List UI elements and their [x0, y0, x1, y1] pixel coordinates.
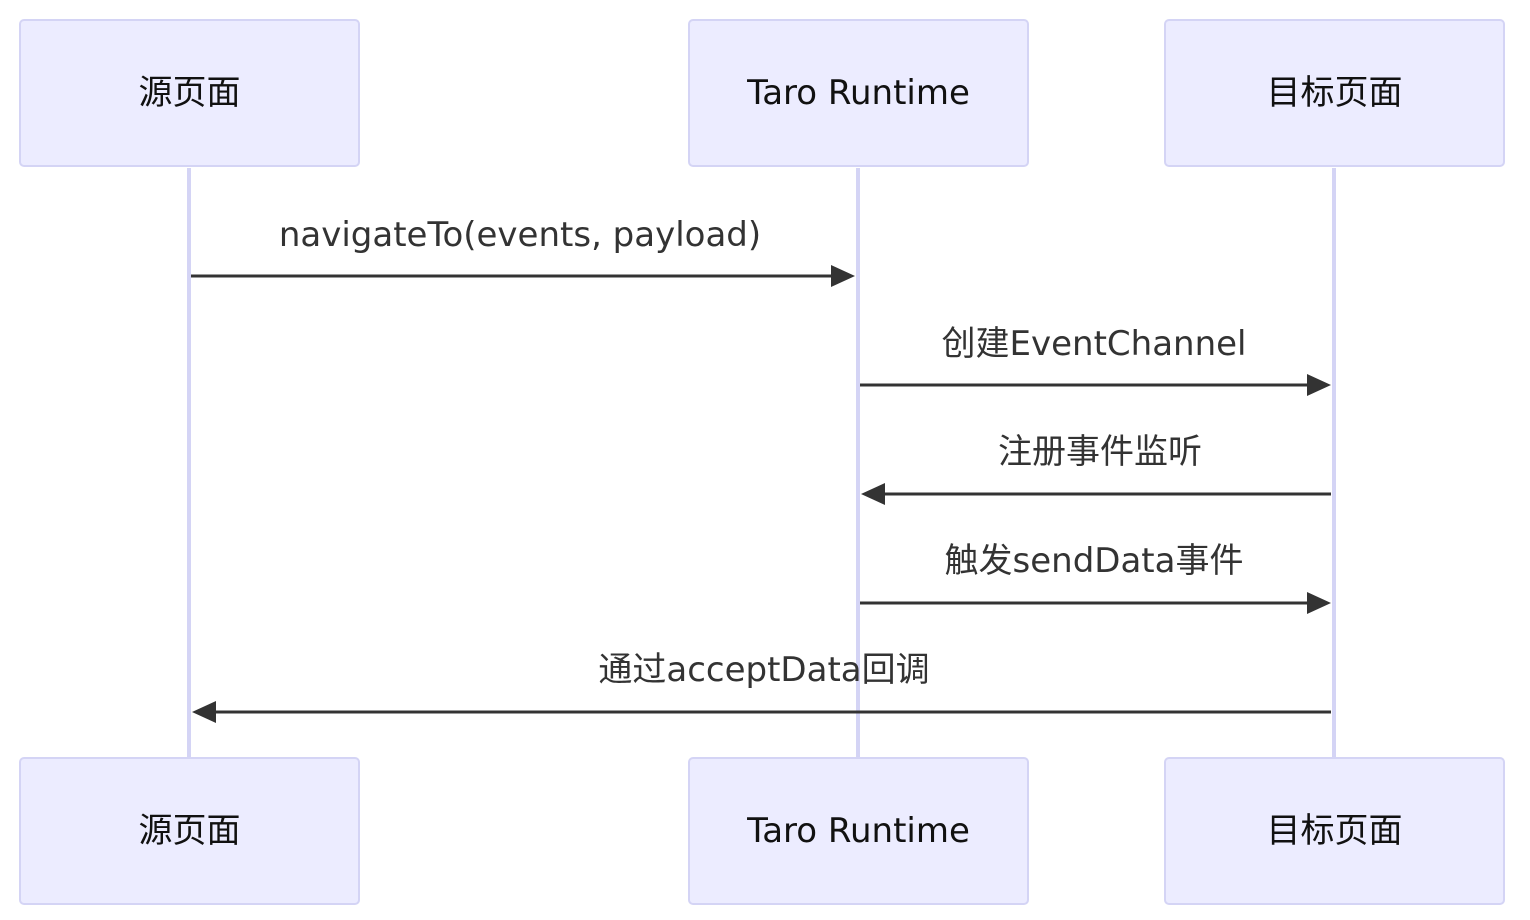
message-label-register-listener: 注册事件监听 [998, 432, 1202, 472]
message-label-navigate: navigateTo(events, payload) [278, 215, 762, 255]
message-arrow-register-listener [861, 483, 1331, 505]
actor-label: 源页面 [138, 73, 241, 113]
actor-label: 源页面 [138, 811, 241, 851]
actor-label: Taro Runtime [747, 811, 970, 851]
message-label-trigger-senddata: 触发sendData事件 [944, 541, 1244, 581]
message-arrow-accept-callback [192, 701, 1331, 723]
actor-bottom-taro-runtime: Taro Runtime [688, 757, 1029, 905]
actor-label: Taro Runtime [747, 73, 970, 113]
message-arrow-create-channel [860, 374, 1331, 396]
actor-label: 目标页面 [1266, 811, 1403, 851]
actor-label: 目标页面 [1266, 73, 1403, 113]
actor-top-source-page: 源页面 [19, 19, 360, 167]
actor-bottom-source-page: 源页面 [19, 757, 360, 905]
actor-top-target-page: 目标页面 [1164, 19, 1505, 167]
actor-top-taro-runtime: Taro Runtime [688, 19, 1029, 167]
message-arrow-trigger-senddata [860, 592, 1331, 614]
message-label-accept-callback: 通过acceptData回调 [598, 650, 930, 690]
message-arrow-navigate [191, 265, 855, 287]
message-label-create-channel: 创建EventChannel [941, 324, 1247, 364]
actor-bottom-target-page: 目标页面 [1164, 757, 1505, 905]
